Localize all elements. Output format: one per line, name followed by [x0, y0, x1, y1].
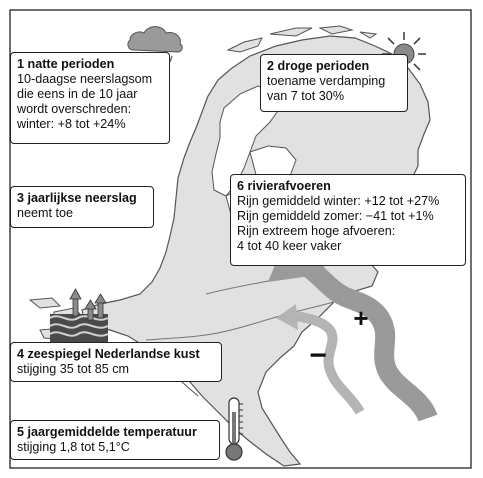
box-line: wordt overschreden:	[17, 102, 132, 116]
box-line: Rijn gemiddeld zomer: −41 tot +1%	[237, 209, 434, 223]
summer-river-arrow-icon	[295, 311, 365, 415]
box-annual-precipitation: 3 jaarlijkse neerslag neemt toe	[10, 186, 154, 228]
plus-sign: +	[353, 303, 368, 333]
minus-sign: −	[309, 339, 327, 372]
box-line: Rijn extreem hoge afvoeren:	[237, 224, 396, 238]
map-frame	[9, 9, 472, 469]
box-temperature: 5 jaargemiddelde temperatuur stijging 1,…	[10, 420, 220, 460]
box-line: winter: +8 tot +24%	[17, 117, 126, 131]
box-title: 1 natte perioden	[17, 57, 115, 71]
box-line: van 7 tot 30%	[267, 89, 345, 103]
thermometer-icon	[225, 397, 243, 461]
wadden-islands	[226, 25, 378, 53]
box-sea-level: 4 zeespiegel Nederlandse kust stijging 3…	[10, 342, 222, 382]
box-line: stijging 35 tot 85 cm	[17, 362, 130, 376]
box-line: Rijn gemiddeld winter: +12 tot +27%	[237, 194, 440, 208]
box-line: 4 tot 40 keer vaker	[237, 239, 342, 253]
sea-level-icon	[49, 288, 109, 344]
box-title: 3 jaarlijkse neerslag	[17, 191, 137, 205]
box-line: neemt toe	[17, 206, 74, 220]
winter-river-arrow-icon	[292, 252, 438, 423]
box-line: die eens in de 10 jaar	[17, 87, 138, 101]
box-dry-periods: 2 droge perioden toename verdamping van …	[260, 54, 408, 112]
box-line: 10-daagse neerslagsom	[17, 72, 153, 86]
box-line: stijging 1,8 tot 5,1°C	[17, 440, 130, 454]
river-waal	[145, 299, 341, 341]
box-title: 6 rivierafvoeren	[237, 179, 331, 193]
box-river-discharge: 6 rivierafvoeren Rijn gemiddeld winter: …	[230, 174, 466, 266]
box-title: 2 droge perioden	[267, 59, 370, 73]
box-wet-periods: 1 natte perioden 10-daagse neerslagsom d…	[10, 52, 170, 144]
summer-arrow-head	[276, 304, 298, 330]
box-line: toename verdamping	[267, 74, 386, 88]
box-title: 4 zeespiegel Nederlandse kust	[17, 347, 200, 361]
box-title: 5 jaargemiddelde temperatuur	[17, 425, 197, 439]
